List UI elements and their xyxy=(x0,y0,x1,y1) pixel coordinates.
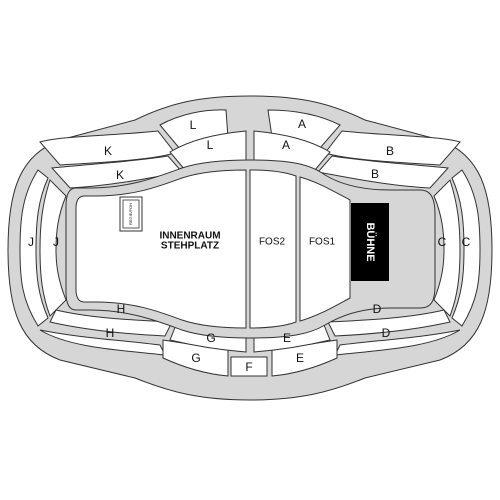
section-B-inner[interactable] xyxy=(317,155,450,189)
label-F: F xyxy=(245,360,252,374)
section-D-inner[interactable] xyxy=(327,309,451,337)
label-G-inner: G xyxy=(206,331,215,345)
fos2-label: FOS2 xyxy=(259,237,286,248)
section-J-inner[interactable] xyxy=(39,179,67,317)
section-C-outer[interactable] xyxy=(451,169,481,327)
stage xyxy=(351,203,389,281)
section-J-outer[interactable] xyxy=(19,169,49,327)
label-H-outer: H xyxy=(106,326,115,340)
innenraum-label-line1: INNENRAUM xyxy=(159,231,220,242)
label-D-outer: D xyxy=(382,326,391,340)
label-J-inner: J xyxy=(53,235,59,249)
label-B-inner: B xyxy=(371,167,379,181)
section-H-inner[interactable] xyxy=(49,309,173,337)
label-H-inner: H xyxy=(117,302,126,316)
innenraum-label-line2: STEHPLATZ xyxy=(161,241,219,252)
label-A-inner: A xyxy=(282,138,290,152)
booth-label: REGIE/FOH xyxy=(128,203,133,225)
label-A-outer: A xyxy=(298,117,306,131)
fos2-area[interactable] xyxy=(249,169,297,329)
section-G-outer[interactable] xyxy=(162,339,229,377)
fos1-area[interactable] xyxy=(299,176,351,322)
label-L-inner: L xyxy=(207,138,214,152)
section-C-inner[interactable] xyxy=(433,179,461,317)
label-E-inner: E xyxy=(283,331,291,345)
booth-inner xyxy=(122,199,140,229)
section-F[interactable] xyxy=(230,356,268,377)
label-K-inner: K xyxy=(116,168,124,182)
label-E-outer: E xyxy=(296,351,304,365)
label-C-outer: C xyxy=(462,235,471,249)
label-B-outer: B xyxy=(386,144,394,158)
label-D-inner: D xyxy=(373,302,382,316)
label-J-outer: J xyxy=(28,235,34,249)
innenraum-stehplatz-area[interactable] xyxy=(75,169,247,329)
section-E-outer[interactable] xyxy=(271,339,338,377)
label-L-outer: L xyxy=(190,118,197,132)
label-C-inner: C xyxy=(438,235,447,249)
fos1-label: FOS1 xyxy=(309,237,336,248)
section-B-outer[interactable] xyxy=(324,130,461,166)
label-G-outer: G xyxy=(191,351,200,365)
label-K-outer: K xyxy=(104,144,112,158)
stage-label: BÜHNE xyxy=(364,222,377,261)
